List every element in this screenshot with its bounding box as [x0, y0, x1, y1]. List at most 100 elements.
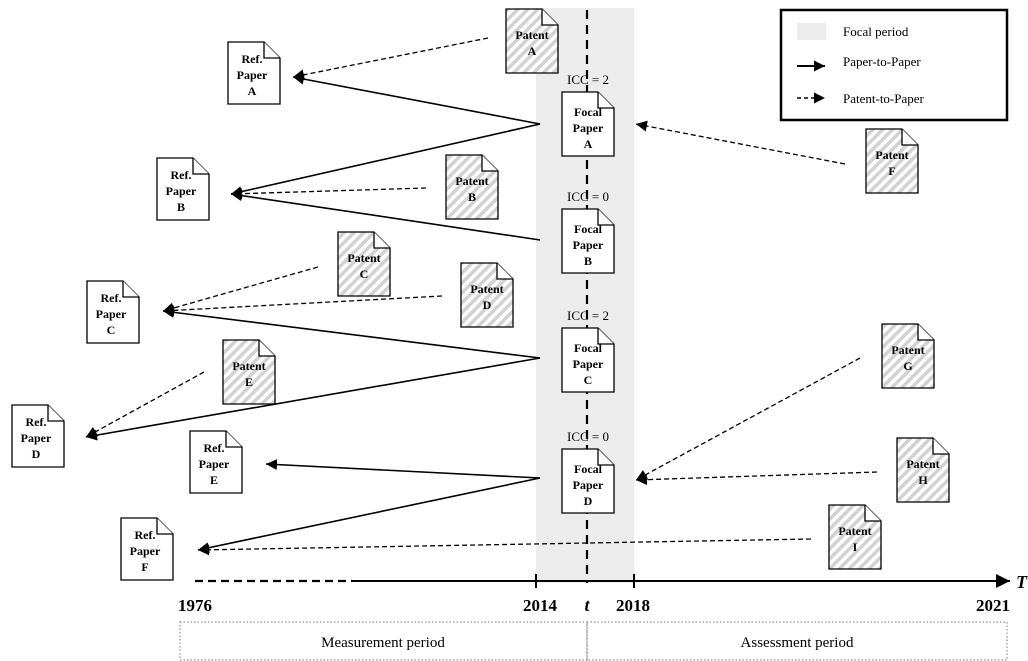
ref-paper-f-fold: [156, 518, 173, 535]
focal-paper-b-line2: Paper: [573, 238, 604, 252]
focal-paper-a-line2: Paper: [573, 121, 604, 135]
arrow-focal-d-to-ref-e: [265, 459, 541, 479]
assessment-period-box: [586, 621, 1008, 661]
arrow-patent-c-to-ref-c: [162, 266, 319, 314]
patent-g-line1: Patent: [891, 343, 924, 357]
patent-b-line2: B: [468, 190, 476, 204]
arrow-patent-g-to-focal-d: [635, 357, 861, 481]
year-2018: 2018: [616, 596, 650, 615]
period-boxes: Measurement period Assessment period: [179, 621, 1008, 661]
patent-e-fold: [258, 340, 275, 357]
patent-i-fold: [864, 505, 881, 522]
focal-paper-b-icc-label: ICC = 0: [567, 189, 609, 204]
ref-paper-c-line1: Ref.: [101, 291, 122, 305]
patent-a-line1: Patent: [515, 28, 548, 42]
patent-c-line2: C: [360, 267, 369, 281]
legend-focal-swatch: [797, 23, 826, 40]
timeline-axis: T 1976 2014 t 2018 2021: [178, 572, 1028, 615]
ref-paper-e-fold: [225, 431, 242, 448]
ref-paper-b-line2: Paper: [166, 184, 197, 198]
patent-a-line2: A: [528, 44, 537, 58]
legend-patent-label: Patent-to-Paper: [843, 91, 925, 106]
arrow-focal-d-to-ref-f: [197, 477, 541, 554]
ref-paper-a-line1: Ref.: [242, 52, 263, 66]
focal-paper-c-line1: Focal: [574, 341, 603, 355]
focal-paper-d-fold: [597, 449, 614, 466]
citation-arrows: [85, 37, 878, 556]
ref-paper-b-line3: B: [177, 200, 185, 214]
ref-paper-a-fold: [263, 42, 280, 59]
year-1976: 1976: [178, 596, 212, 615]
ref-paper-e-line2: Paper: [199, 457, 230, 471]
ref-paper-d-line2: Paper: [21, 431, 52, 445]
ref-paper-c-fold: [122, 281, 139, 298]
ref-paper-d-line3: D: [32, 447, 41, 461]
arrow-patent-e-to-ref-d: [85, 371, 205, 438]
arrow-focal-b-to-ref-b: [230, 190, 541, 241]
patent-a-fold: [541, 9, 558, 26]
arrow-focal-a-to-ref-b: [230, 123, 541, 197]
arrow-patent-b-to-ref-b: [230, 187, 427, 200]
ref-paper-b-fold: [192, 158, 209, 175]
focal-paper-d-line2: Paper: [573, 478, 604, 492]
patent-d-fold: [496, 263, 513, 280]
arrow-patent-i-to-ref-f: [197, 538, 812, 556]
focal-paper-b-line3: B: [584, 254, 592, 268]
patent-d-line1: Patent: [470, 282, 503, 296]
documents: Ref.PaperARef.PaperBRef.PaperCRef.PaperD…: [11, 8, 950, 581]
focal-paper-d-line1: Focal: [574, 462, 603, 476]
patent-b-line1: Patent: [455, 174, 488, 188]
axis-T-label: T: [1016, 572, 1028, 592]
arrow-patent-a-to-ref-a: [292, 37, 489, 81]
ref-paper-e-line3: E: [210, 473, 218, 487]
measurement-period-label: Measurement period: [321, 635, 445, 651]
focal-paper-d-icc-label: ICC = 0: [567, 429, 609, 444]
ref-paper-b-line1: Ref.: [171, 168, 192, 182]
ref-paper-e-line1: Ref.: [204, 441, 225, 455]
patent-h-fold: [932, 438, 949, 455]
patent-b-fold: [481, 155, 498, 172]
ref-paper-a-line2: Paper: [237, 68, 268, 82]
ref-paper-c-line3: C: [107, 323, 116, 337]
ref-paper-d-line1: Ref.: [26, 415, 47, 429]
year-2014: 2014: [523, 596, 558, 615]
ref-paper-f-line3: F: [141, 560, 148, 574]
arrow-patent-d-to-ref-c: [162, 295, 443, 316]
year-2021: 2021: [976, 596, 1010, 615]
patent-d-line2: D: [483, 298, 492, 312]
patent-c-line1: Patent: [347, 251, 380, 265]
focal-paper-a-line3: A: [584, 137, 593, 151]
axis-t-label: t: [584, 595, 590, 615]
focal-paper-c-line3: C: [584, 373, 593, 387]
focal-paper-c-icc-label: ICC = 2: [567, 308, 609, 323]
patent-g-fold: [917, 324, 934, 341]
patent-f-fold: [901, 129, 918, 146]
patent-e-line1: Patent: [232, 359, 265, 373]
focal-paper-a-fold: [597, 92, 614, 109]
focal-paper-b-line1: Focal: [574, 222, 603, 236]
legend-focal-label: Focal period: [843, 24, 909, 39]
focal-paper-c-line2: Paper: [573, 357, 604, 371]
assessment-period-label: Assessment period: [741, 635, 854, 651]
ref-paper-a-line3: A: [248, 84, 257, 98]
arrow-focal-c-to-ref-d: [85, 357, 541, 441]
patent-i-line2: I: [853, 540, 858, 554]
